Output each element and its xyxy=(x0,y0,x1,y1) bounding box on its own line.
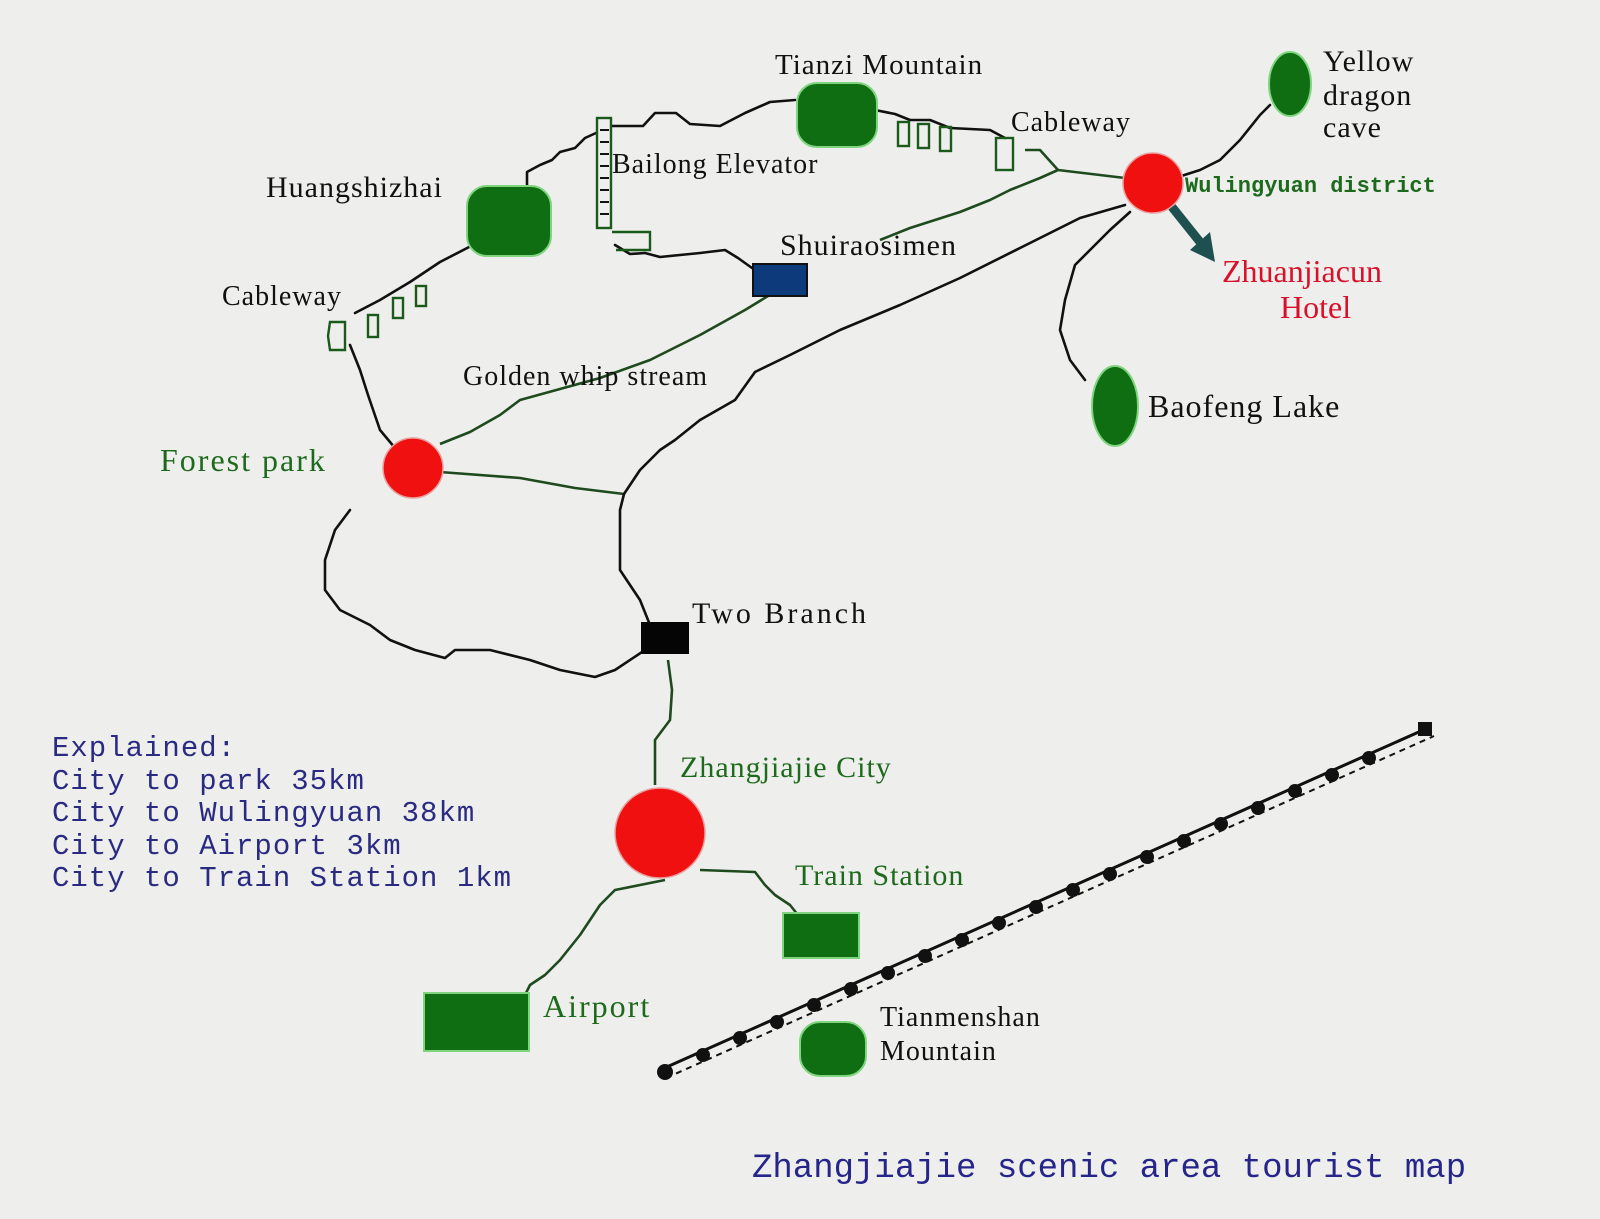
label-baofeng-lake: Baofeng Lake xyxy=(1148,388,1341,424)
label-tianmenshan-1: Tianmenshan xyxy=(880,1002,1041,1033)
railway-track-icon xyxy=(657,722,1435,1080)
cable-car-icon xyxy=(896,120,1015,172)
label-tianmenshan-2: Mountain xyxy=(880,1036,997,1067)
label-zhangjiajie-city: Zhangjiajie City xyxy=(680,751,892,784)
label-bailong-elevator: Bailong Elevator xyxy=(612,149,819,180)
label-shuiraosimen: Shuiraosimen xyxy=(780,229,957,262)
scenic-markers xyxy=(423,51,1312,1077)
legend-item: City to Wulingyuan 38km xyxy=(52,797,476,830)
forest-park-hub-marker[interactable] xyxy=(382,437,444,499)
label-zhuanjiacun-hotel-2: Hotel xyxy=(1280,289,1352,325)
label-cableway-west: Cableway xyxy=(222,281,342,312)
baofeng-lake-marker[interactable] xyxy=(1091,365,1139,447)
map-title: Zhangjiajie scenic area tourist map xyxy=(752,1150,1467,1188)
label-huangshizhai: Huangshizhai xyxy=(266,171,443,204)
label-cableway-east: Cableway xyxy=(1011,107,1131,138)
cable-car-icon xyxy=(326,284,428,352)
two-branch-marker[interactable] xyxy=(641,622,689,654)
arrow-icon xyxy=(1168,204,1215,262)
legend-item: City to park 35km xyxy=(52,764,365,798)
label-forest-park: Forest park xyxy=(160,442,327,478)
label-tianzi-mountain: Tianzi Mountain xyxy=(775,49,984,81)
elevator-ladder-icon xyxy=(595,116,652,252)
roads xyxy=(323,98,1272,996)
tianzi-mountain-marker[interactable] xyxy=(796,82,878,148)
label-yellow-dragon-cave-1: Yellow xyxy=(1323,45,1415,78)
label-golden-whip-stream: Golden whip stream xyxy=(463,361,709,392)
wulingyuan-hub-marker[interactable] xyxy=(1122,152,1184,214)
airport-marker[interactable] xyxy=(423,992,530,1052)
shuiraosimen-marker[interactable] xyxy=(752,263,808,297)
huangshizhai-marker[interactable] xyxy=(466,185,552,257)
label-yellow-dragon-cave-2: dragon xyxy=(1323,79,1413,112)
label-train-station: Train Station xyxy=(795,859,965,892)
distance-legend: Explained: City to park 35km City to Wul… xyxy=(52,732,513,896)
label-yellow-dragon-cave-3: cave xyxy=(1323,111,1382,144)
tianmenshan-marker[interactable] xyxy=(799,1021,867,1077)
label-airport: Airport xyxy=(543,988,652,1024)
label-wulingyuan-district: Wulingyuan district xyxy=(1185,174,1436,199)
train-station-marker[interactable] xyxy=(782,912,860,959)
yellow-dragon-cave-marker[interactable] xyxy=(1268,51,1312,117)
legend-item: City to Airport 3km xyxy=(52,829,402,863)
zhangjiajie-city-hub-marker[interactable] xyxy=(614,787,706,879)
legend-item: City to Train Station 1km xyxy=(52,862,513,895)
label-two-branch: Two Branch xyxy=(692,597,870,630)
legend-heading: Explained: xyxy=(52,732,237,765)
label-zhuanjiacun-hotel-1: Zhuanjiacun xyxy=(1222,253,1382,289)
